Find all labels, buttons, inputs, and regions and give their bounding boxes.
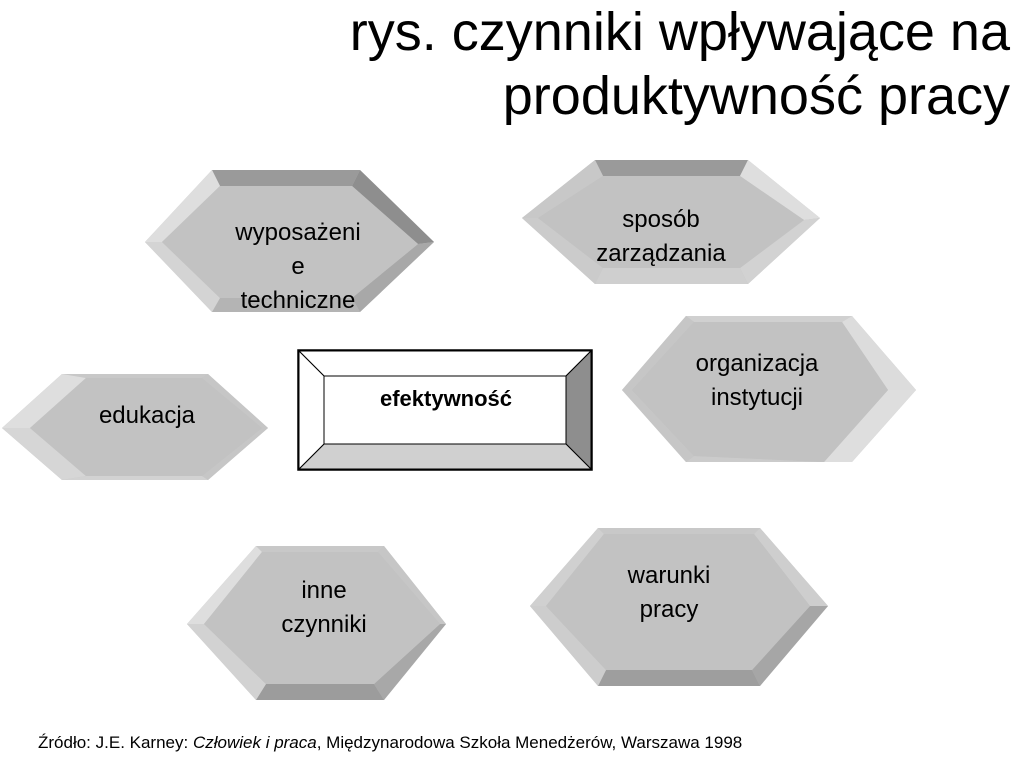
slide-title: rys. czynniki wpływające na produktywnoś… <box>110 0 1010 128</box>
factor-line: techniczne <box>240 287 356 314</box>
hexagon-organizacja <box>622 316 916 462</box>
factor-line: wyposażeni <box>235 219 361 246</box>
factor-line: sposób <box>622 206 700 233</box>
factor-line: instytucji <box>710 384 804 411</box>
hexagon-wyposazenie <box>145 170 434 312</box>
source-citation: Źródło: J.E. Karney: Człowiek i praca, M… <box>38 731 742 755</box>
factor-line: pracy <box>639 596 699 623</box>
hexagon-sposob-zarzadzania <box>522 160 820 284</box>
factor-label-edukacja: edukacja <box>47 399 247 433</box>
source-prefix: Źródło: J.E. Karney: <box>38 733 193 752</box>
factor-line: edukacja <box>98 402 196 429</box>
factor-line: czynniki <box>281 611 367 638</box>
hexagon-warunki-pracy <box>530 528 828 686</box>
factor-line: zarządzania <box>596 240 726 267</box>
factor-label-wyposazenie: wyposażeni e techniczne <box>200 216 396 318</box>
factor-label-organizacja: organizacja instytucji <box>657 347 857 415</box>
source-book-title: Człowiek i praca <box>192 733 317 752</box>
hexagon-inne-czynniki <box>187 546 446 700</box>
factor-line: inne <box>301 577 347 604</box>
title-line-1: rys. czynniki wpływające na <box>349 2 1010 62</box>
factor-label-warunki: warunki pracy <box>569 559 769 627</box>
center-label: efektywność <box>379 386 513 411</box>
title-line-2: produktywność pracy <box>502 66 1010 126</box>
factor-label-inne: inne czynniki <box>224 574 424 642</box>
source-suffix: , Międzynarodowa Szkoła Menedżerów, Wars… <box>316 733 743 752</box>
hexagon-edukacja <box>2 374 268 480</box>
factor-line: e <box>291 253 305 280</box>
factor-line: organizacja <box>695 350 819 377</box>
factor-label-sposob: sposób zarządzania <box>561 203 761 271</box>
factor-line: warunki <box>627 562 711 589</box>
center-box-efektywnosc <box>297 349 593 471</box>
